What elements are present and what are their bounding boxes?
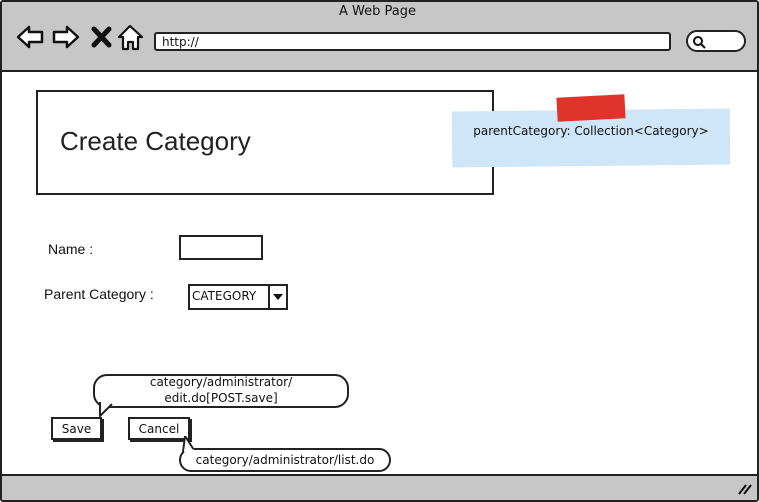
callout-pointer [99, 402, 113, 418]
forward-icon[interactable] [51, 22, 81, 52]
save-action-line-1: category/administrator/ [149, 375, 293, 389]
window-title: A Web Page [339, 4, 416, 19]
select-divider [268, 284, 270, 310]
parent-category-value: CATEGORY [192, 289, 257, 303]
cancel-action-callout: category/administrator/list.do [179, 448, 391, 472]
save-button[interactable]: Save [51, 417, 102, 440]
parent-category-label: Parent Category : [44, 286, 154, 302]
home-icon[interactable] [116, 22, 146, 52]
parent-category-select[interactable] [188, 284, 288, 310]
chevron-down-icon[interactable] [272, 292, 284, 302]
search-box[interactable] [686, 30, 746, 52]
name-input[interactable] [179, 235, 263, 260]
address-bar[interactable]: http:// [154, 32, 671, 51]
close-icon[interactable] [87, 22, 117, 52]
status-bar [2, 474, 757, 500]
back-icon[interactable] [15, 22, 45, 52]
cancel-button[interactable]: Cancel [128, 417, 190, 440]
name-label: Name : [48, 241, 94, 257]
tape-strip [556, 94, 626, 122]
callout-pointer [182, 436, 195, 452]
resize-grip-icon[interactable] [736, 481, 752, 495]
save-action-callout [93, 374, 349, 408]
search-icon [693, 36, 706, 49]
save-action-line-2: edit.do[POST.save] [164, 391, 278, 405]
page-title: Create Category [60, 126, 251, 156]
note-text: parentCategory: Collection<Category> [473, 124, 709, 138]
